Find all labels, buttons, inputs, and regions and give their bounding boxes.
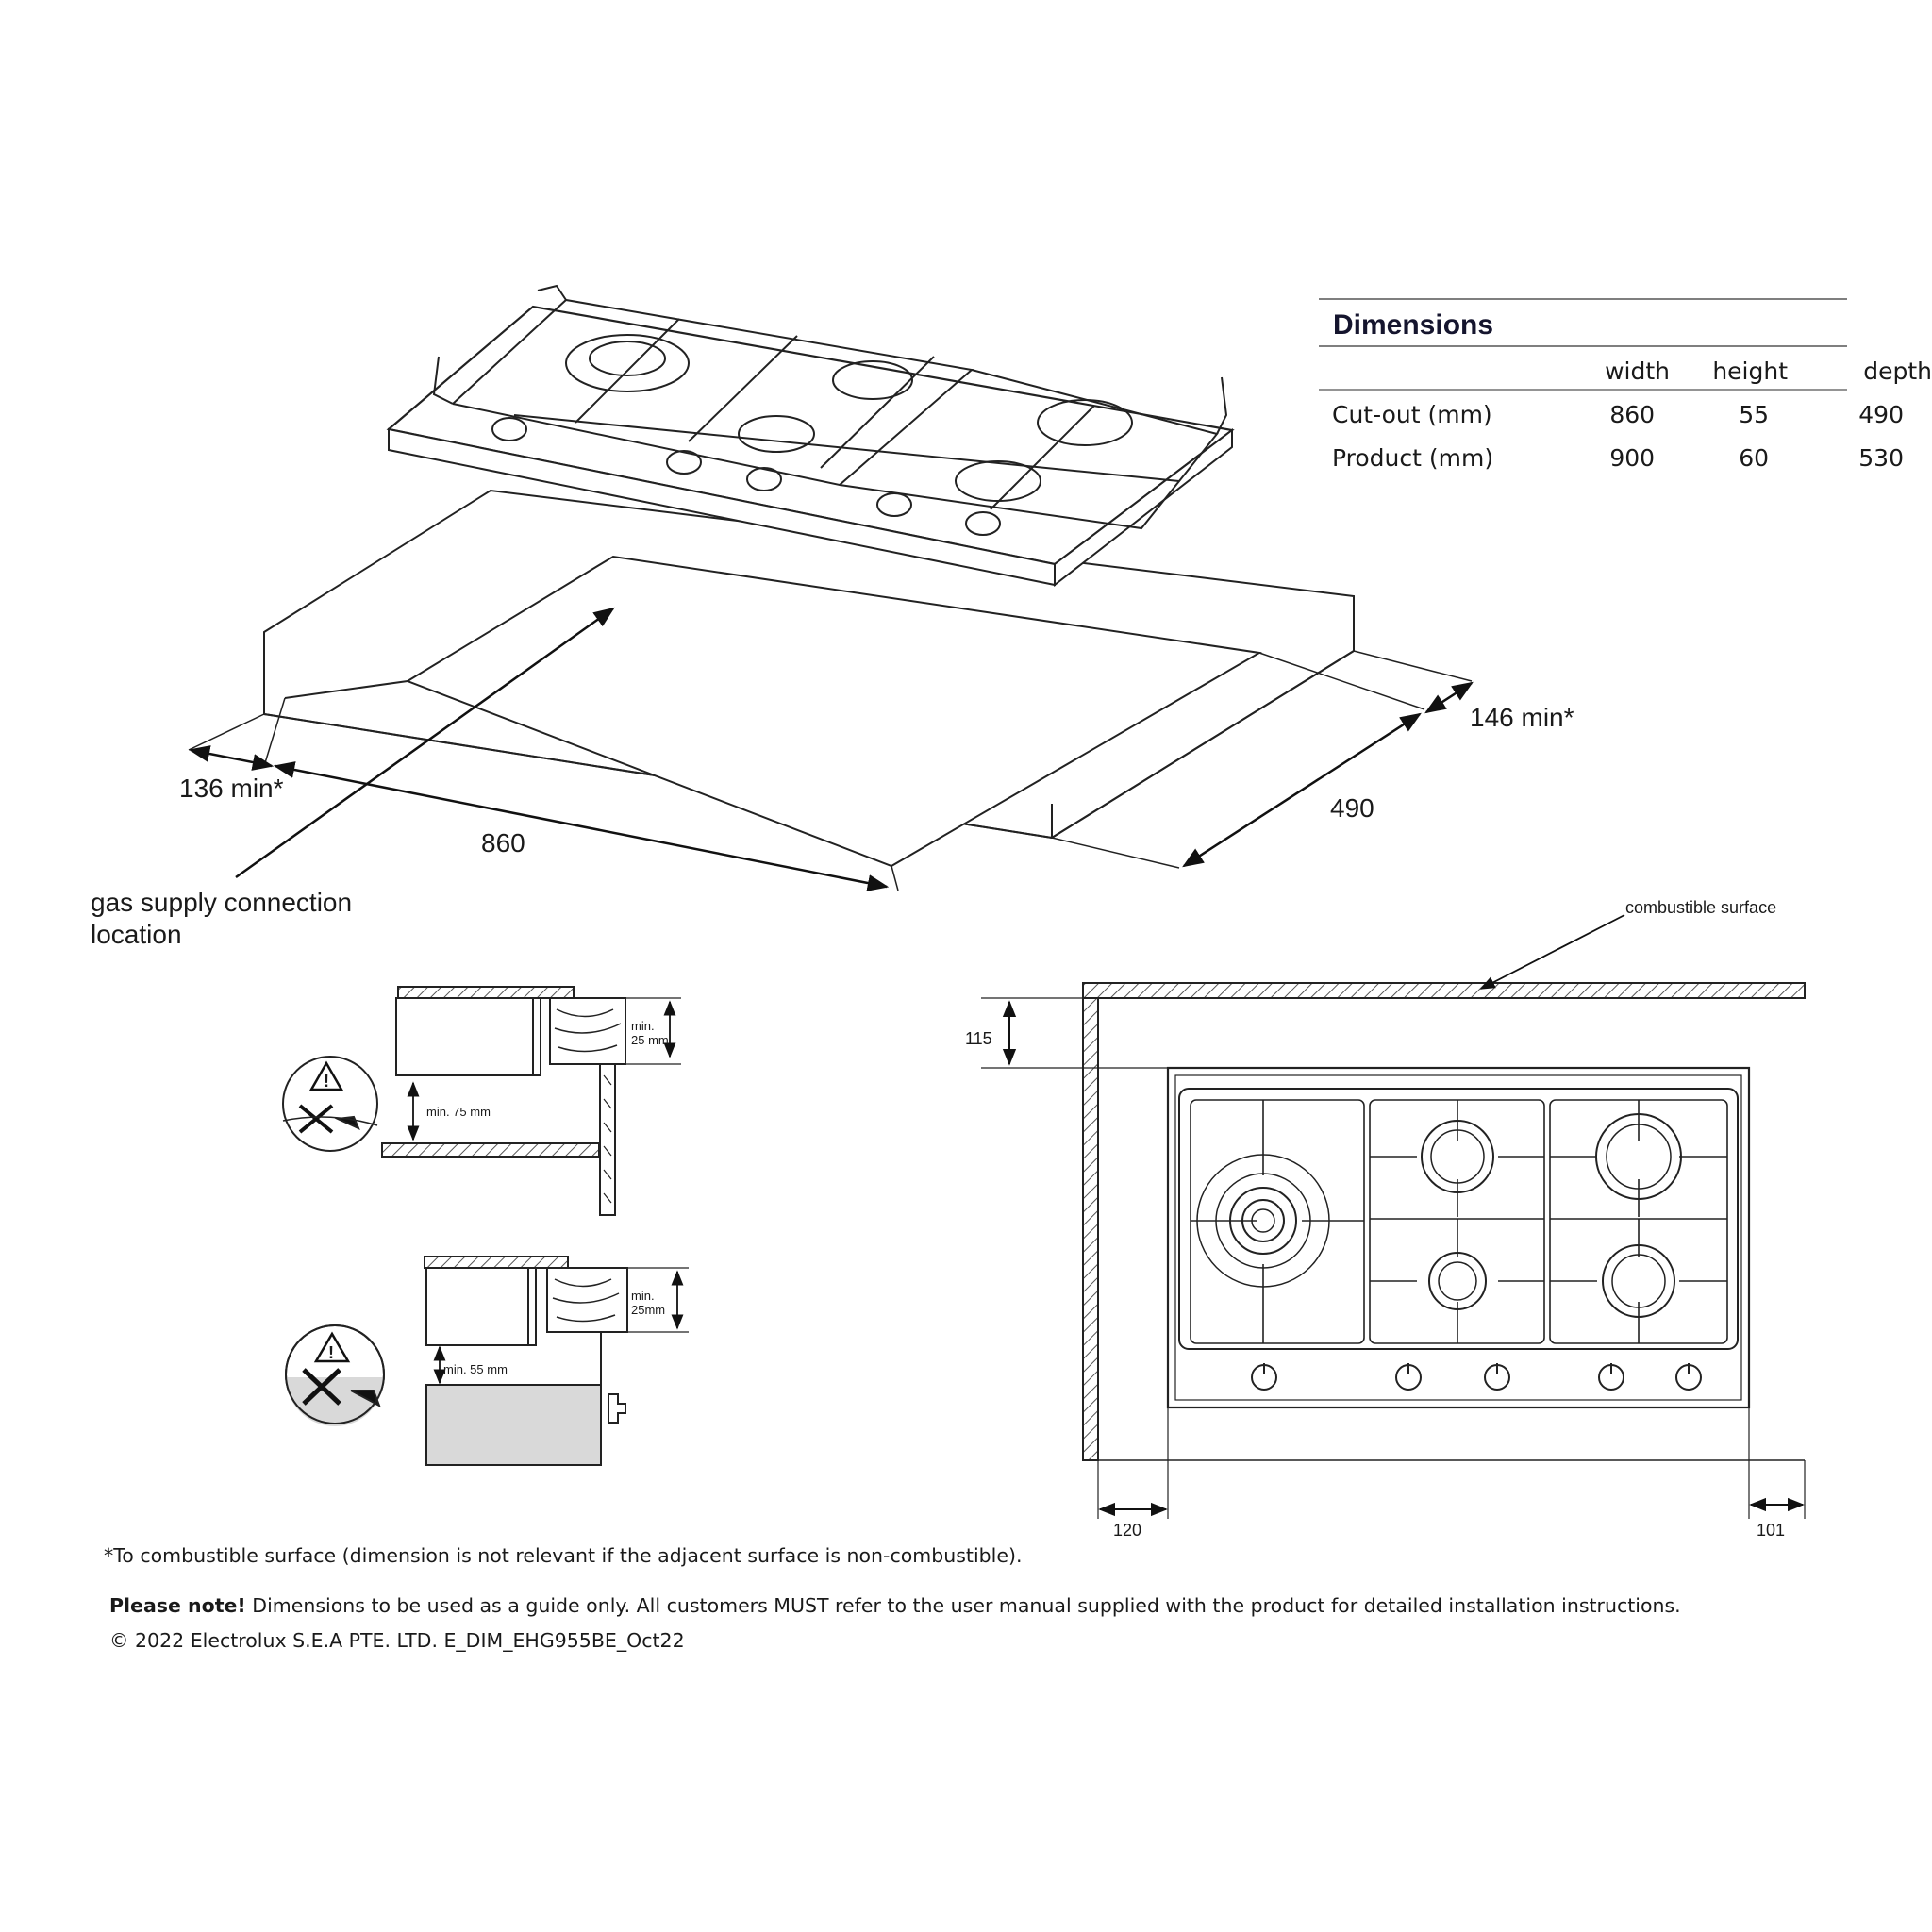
please-note-text: Dimensions to be used as a guide only. A… xyxy=(245,1594,1681,1617)
label-gas-line2: location xyxy=(91,920,182,949)
cell-value: 900 xyxy=(1609,443,1656,472)
please-note-bold: Please note! xyxy=(109,1594,246,1617)
burner-rear-middle xyxy=(1421,1120,1494,1193)
col-depth: depth xyxy=(1863,357,1932,385)
warning-circle-1: ! xyxy=(282,1056,378,1152)
label-cutout-width: 860 xyxy=(481,828,525,858)
col-width: width xyxy=(1605,357,1671,385)
burner-wok xyxy=(1196,1154,1330,1288)
dim-left-clearance xyxy=(188,745,275,771)
warning-circle-2: ! xyxy=(285,1324,385,1426)
dim-rear-clearance xyxy=(1424,681,1474,714)
label-left-clearance: 136 min* xyxy=(179,774,284,803)
burner-perspective xyxy=(565,334,1133,502)
label-gas-line1: gas supply connection xyxy=(91,888,352,917)
burner-rear-right xyxy=(1595,1113,1682,1200)
spec-table-title: Dimensions xyxy=(1333,309,1494,341)
svg-text:!: ! xyxy=(328,1343,334,1362)
label-combustible-surface: combustible surface xyxy=(1625,898,1776,917)
cell-value: 490 xyxy=(1858,400,1904,428)
section-detail-1: ! xyxy=(282,986,681,1216)
cell-value: 60 xyxy=(1739,443,1769,472)
label-s2-min-value: 25mm xyxy=(631,1303,665,1317)
col-height: height xyxy=(1712,357,1788,385)
svg-text:!: ! xyxy=(324,1072,329,1091)
dim-cutout-width xyxy=(273,761,890,891)
hob-plan xyxy=(1166,1066,1751,1409)
label-s1-min-value: 25 mm xyxy=(631,1033,669,1047)
knobs-plan xyxy=(1251,1363,1702,1391)
worktop-slab xyxy=(263,489,1355,868)
cell-value: 860 xyxy=(1609,400,1656,428)
isometric-install-view xyxy=(188,284,1474,891)
spec-table: width height depth Cut-out (mm) 860 55 4… xyxy=(1319,349,1932,479)
cell-value: 530 xyxy=(1858,443,1904,472)
plan-view xyxy=(981,914,1806,1519)
please-note: Please note! Dimensions to be used as a … xyxy=(109,1594,1681,1617)
label-s1-under-gap: min. 75 mm xyxy=(426,1105,491,1119)
footnote: *To combustible surface (dimension is no… xyxy=(104,1544,1023,1567)
label-s2-min: min. xyxy=(631,1289,655,1303)
spec-table-header: width height depth xyxy=(1319,349,1932,392)
cell-value: 55 xyxy=(1739,400,1769,428)
spec-table-rules xyxy=(1319,298,1847,391)
row-label: Product (mm) xyxy=(1332,443,1494,472)
label-cutout-depth: 490 xyxy=(1330,793,1374,823)
label-rear-115: 115 xyxy=(965,1029,992,1048)
hob-perspective xyxy=(386,284,1235,588)
label-s2-under-gap: min. 55 mm xyxy=(443,1362,508,1376)
label-s1-min: min. xyxy=(631,1019,655,1033)
label-rear-clearance: 146 min* xyxy=(1470,703,1574,732)
copyright: © 2022 Electrolux S.E.A PTE. LTD. E_DIM_… xyxy=(109,1629,685,1652)
burner-front-middle xyxy=(1428,1252,1487,1310)
label-right-101: 101 xyxy=(1757,1521,1785,1540)
table-row: Cut-out (mm) 860 55 490 xyxy=(1319,392,1932,436)
row-label: Cut-out (mm) xyxy=(1332,400,1492,428)
section-detail-2: ! xyxy=(285,1256,689,1466)
knobs-perspective xyxy=(491,417,1001,536)
burner-front-right xyxy=(1602,1244,1675,1318)
gas-pointer xyxy=(235,607,615,879)
table-row: Product (mm) 900 60 530 xyxy=(1319,436,1932,479)
label-left-120: 120 xyxy=(1113,1521,1141,1540)
dim-cutout-depth xyxy=(1182,712,1422,868)
